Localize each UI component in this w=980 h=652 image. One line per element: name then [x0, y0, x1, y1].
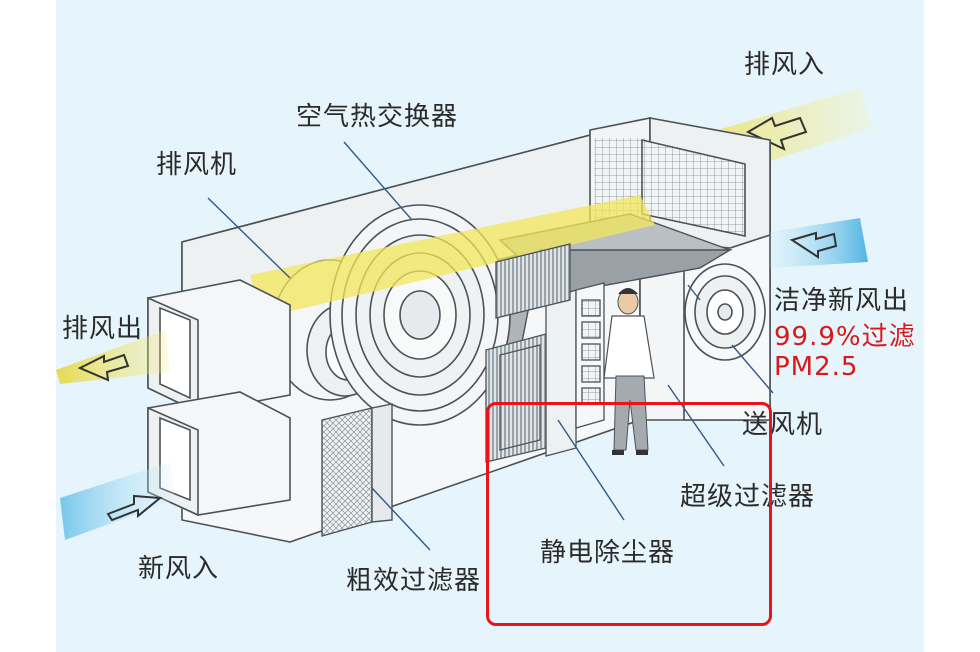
heat-exchanger-label: 空气热交换器: [296, 102, 459, 132]
person-figure: [603, 288, 655, 455]
supply-fan: [684, 263, 766, 361]
filter-rate-label: 99.9%过滤: [774, 322, 916, 352]
electrostatic-precipitator: [485, 243, 577, 463]
supply-fan-label: 送风机: [742, 410, 824, 440]
highlight-box: [486, 402, 772, 626]
pm-label: PM2.5: [774, 352, 859, 382]
clean-air-out-label: 洁净新风出: [774, 286, 910, 316]
exhaust-out-label: 排风出: [62, 314, 144, 344]
coarse-filter: [321, 403, 393, 537]
exhaust-fan-label: 排风机: [156, 150, 238, 180]
exhaust-out-flow: [56, 330, 170, 384]
fresh-in-label: 新风入: [138, 554, 220, 584]
fresh-in-flow: [60, 462, 175, 540]
super-filter-label: 超级过滤器: [680, 482, 816, 512]
exhaust-out-duct: [147, 279, 291, 414]
super-filter: [575, 282, 605, 429]
clean-air-out-flow: [770, 218, 868, 268]
leader-lines: [207, 141, 774, 551]
exhaust-in-label: 排风入: [744, 50, 826, 80]
coarse-filter-label: 粗效过滤器: [346, 566, 482, 596]
electrostatic-label: 静电除尘器: [540, 538, 676, 568]
exhaust-flow-upper: [250, 195, 655, 318]
